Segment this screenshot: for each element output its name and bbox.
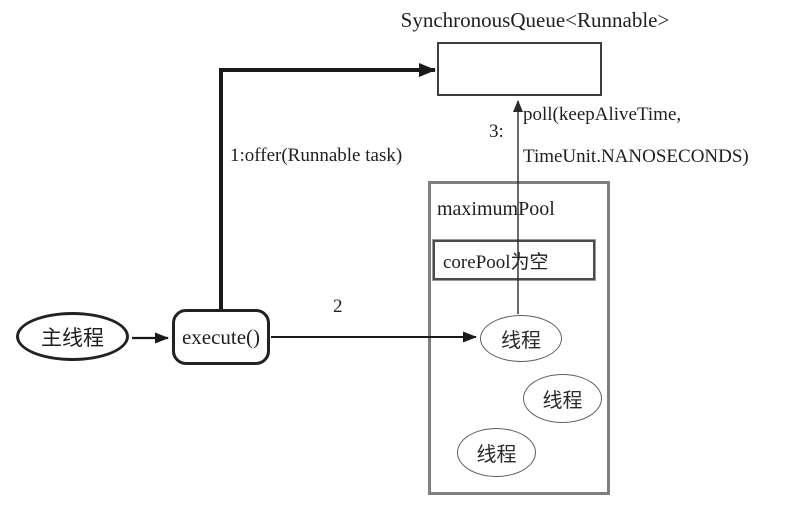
- core-pool-box: corePool为空: [432, 239, 596, 281]
- thread-node-1: 线程: [480, 315, 562, 362]
- execute-node: execute(): [172, 309, 270, 365]
- thread-node-1-label: 线程: [501, 330, 541, 352]
- edge-label-step3: 3:: [489, 121, 504, 142]
- queue-title: SynchronousQueue<Runnable>: [400, 8, 670, 32]
- main-thread-label: 主线程: [41, 325, 104, 350]
- edge-label-offer: 1:offer(Runnable task): [230, 145, 403, 166]
- main-thread-node: 主线程: [16, 312, 129, 361]
- edge-label-poll-line1: poll(keepAliveTime,: [523, 104, 682, 125]
- edge-label-poll-line2: TimeUnit.NANOSECONDS): [523, 146, 749, 167]
- execute-label: execute(): [181, 324, 261, 349]
- core-pool-label: corePool为空: [443, 251, 549, 273]
- arrow-offer: [219, 63, 436, 309]
- thread-node-3: 线程: [457, 428, 536, 477]
- maximum-pool-label: maximumPool: [437, 198, 555, 220]
- synchronous-queue-box: [437, 42, 602, 96]
- thread-node-3-label: 线程: [476, 444, 517, 466]
- edge-label-step2: 2: [333, 296, 343, 317]
- thread-node-2: 线程: [523, 374, 602, 423]
- thread-node-2-label: 线程: [542, 390, 583, 412]
